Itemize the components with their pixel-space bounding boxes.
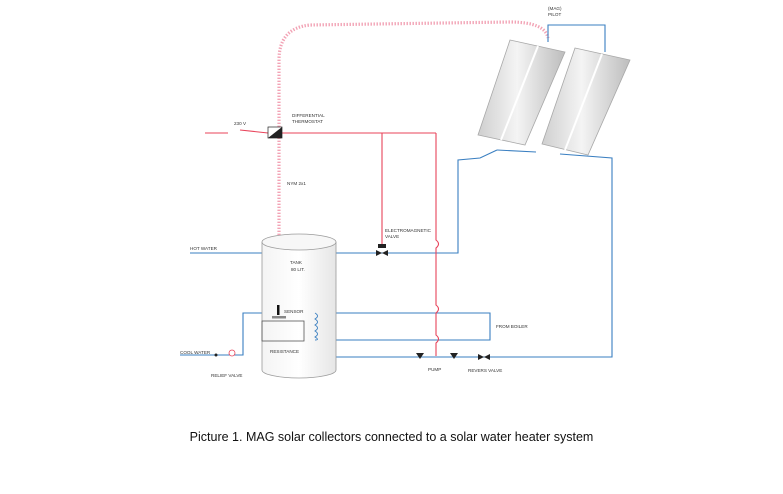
pump-wire [435,133,440,356]
sensor-label: SENSOR [284,309,304,314]
collector-return-pipe [335,153,613,358]
cool-water-pipe [180,312,262,356]
cable-label: NYM 2x1 [287,181,306,186]
tank-label-2: 80 LIT. [291,267,305,272]
thermostat-label-2: THERMOSTAT [292,119,323,124]
thermostat-label-1: DIFFERENTIAL [292,113,325,118]
collector-feed-pipe [335,149,498,254]
sensor-cable [277,20,550,310]
hot-water-label: HOT WATER [190,246,218,251]
mag-pilot-label-1: (MAG) [548,6,562,11]
tank [261,233,337,379]
valve-label-2: VALVE [385,234,399,239]
tank-label-1: TANK [290,260,303,265]
cool-water-label: COOL WATER [180,350,211,355]
sensor-probe [277,305,280,315]
figure-caption: Picture 1. MAG solar collectors connecte… [189,430,594,444]
solar-water-heater-diagram: (MAG) PILOT 230 V DIFFERENTIAL THERMOSTA… [180,6,631,379]
pump [416,353,424,359]
cool-water-node [214,353,218,357]
relief-valve [228,349,236,357]
from-boiler-label: FROM BOILER [496,324,528,329]
valve-label-1: ELECTROMAGNETIC [385,228,432,233]
resistance-label: RESISTANCE [270,349,299,354]
boiler-loop [335,312,491,341]
voltage-label: 230 V [234,121,247,126]
solar-collector-left [477,39,566,146]
heat-exchanger-coil [314,312,318,341]
check-valve [450,353,458,359]
pump-label: PUMP [428,367,441,372]
mag-pilot-label-2: PILOT [548,12,561,17]
water-pipes [180,24,613,358]
solar-collector-right [541,47,631,156]
collector-top-link [547,24,606,52]
revers-valve-label: REVERS VALVE [468,368,502,373]
revers-valve [478,354,490,360]
supply-wire [205,129,436,134]
relief-valve-label: RELIEF VALVE [211,373,243,378]
resistance-element [261,320,305,342]
electromagnetic-valve [376,244,388,256]
differential-thermostat [267,126,283,139]
collector-bottom-link [496,149,537,153]
